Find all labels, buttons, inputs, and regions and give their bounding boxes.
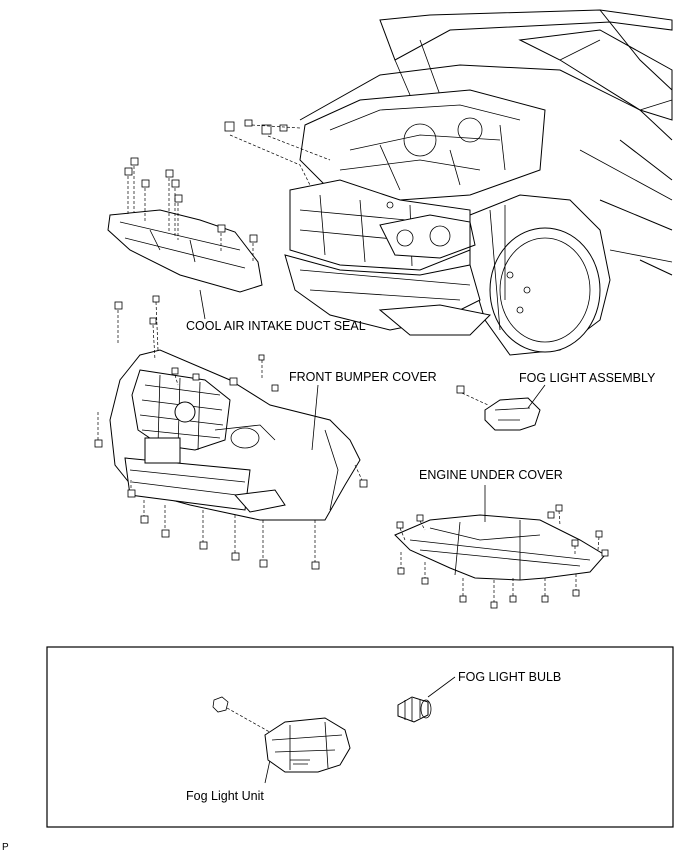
upper-clips-and-bolts [224, 119, 331, 186]
front-bumper-cover [94, 295, 368, 570]
label-fog-light-unit: Fog Light Unit [186, 789, 264, 803]
vehicle-front-end [284, 9, 673, 356]
bumper-bolts [94, 295, 368, 570]
fog-light-bulb-drawing [397, 696, 432, 723]
inset-fog-light-detail: FOG LIGHT BULB Fog Light Unit [46, 646, 674, 828]
page-marker: P [2, 842, 9, 853]
fog-light-assembly [456, 385, 541, 431]
cool-air-intake-duct-seal [107, 157, 263, 293]
label-fog-light-assembly: FOG LIGHT ASSEMBLY [519, 371, 656, 385]
fog-light-unit-drawing [264, 717, 351, 773]
label-engine-under-cover: ENGINE UNDER COVER [419, 468, 563, 482]
leader-lines [199, 289, 546, 784]
label-cool-air-intake-duct-seal: COOL AIR INTAKE DUCT SEAL [186, 319, 366, 333]
duct-seal-bolts [124, 157, 258, 262]
under-cover-bolts [396, 504, 609, 609]
inset-frame [46, 646, 674, 828]
label-fog-light-bulb: FOG LIGHT BULB [458, 670, 561, 684]
label-front-bumper-cover: FRONT BUMPER COVER [289, 370, 437, 384]
inset-bolt [212, 696, 276, 736]
engine-under-cover [394, 504, 609, 609]
